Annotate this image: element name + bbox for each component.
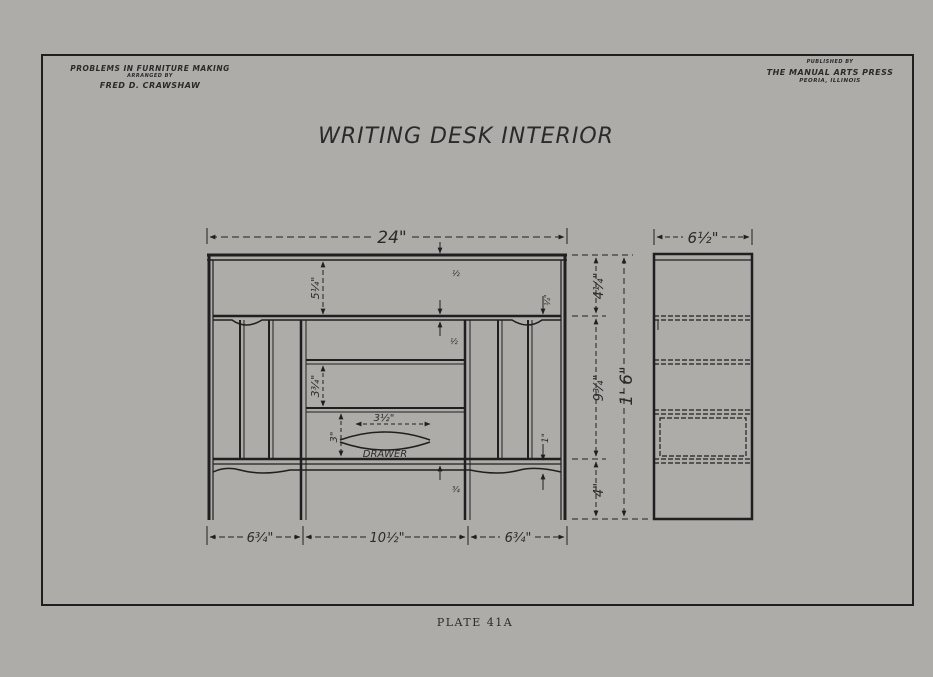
dim-drawer-width: 3½" [374, 412, 395, 424]
side-drawer-hidden [659, 417, 747, 457]
dim-cutout: ¼" [543, 294, 552, 305]
dim-side-depth: 6½" [688, 229, 719, 247]
dim-base-height: 4" [592, 483, 607, 497]
side-dimensions [653, 229, 753, 245]
side-view [652, 252, 754, 521]
shelf-thickness-note: ½ [450, 337, 458, 346]
dim-total-height: 1' 6" [617, 366, 637, 406]
upper-shelf-apron [213, 319, 561, 326]
side-outline [652, 252, 754, 521]
arranged-by-label: ARRANGED BY [127, 73, 173, 79]
drawer-front-bottom [339, 441, 431, 451]
dim-top-height: 4¼" [592, 273, 607, 300]
dim-shelf-space: 5¼" [309, 277, 322, 300]
publisher-name: THE MANUAL ARTS PRESS [766, 68, 894, 77]
drawer-label: DRAWER [363, 449, 407, 460]
drawer-bottom-note: ¾ [452, 485, 460, 494]
dim-bottom-right: 6¾" [505, 531, 532, 546]
height-dim-labels: 4¼" 9¾" 4" 1' 6" [592, 273, 637, 498]
dim-middle-height: 9¾" [592, 375, 607, 402]
lower-shelf-apron [212, 467, 562, 474]
front-view [207, 253, 567, 520]
drawer-front-top [339, 431, 431, 441]
top-thickness-note: ½ [452, 269, 460, 278]
dim-overall-width: 24" [377, 228, 406, 248]
height-dimensions [572, 254, 652, 520]
series-title: PROBLEMS IN FURNITURE MAKING [70, 64, 230, 73]
dim-drawer-height: 3" [329, 432, 340, 443]
dim-rail-height: 1" [541, 433, 551, 443]
front-dimensions [206, 228, 568, 545]
drawing-title: WRITING DESK INTERIOR [318, 124, 614, 149]
published-by-label: PUBLISHED BY [806, 59, 854, 65]
publisher-location: PEORIA, ILLINOIS [799, 78, 861, 84]
dim-bottom-left: 6¾" [247, 531, 274, 546]
front-dim-labels: 24" 6¾" 10½" 6¾" 5¼" 3¾" 3" 3½" DRAWER ½… [247, 228, 552, 546]
dim-bottom-middle: 10½" [369, 531, 404, 546]
author-name: FRED D. CRAWSHAW [99, 81, 201, 90]
plate-number: PLATE 41A [436, 616, 514, 629]
dim-compartment: 3¾" [309, 375, 322, 398]
plate-border [41, 54, 914, 606]
